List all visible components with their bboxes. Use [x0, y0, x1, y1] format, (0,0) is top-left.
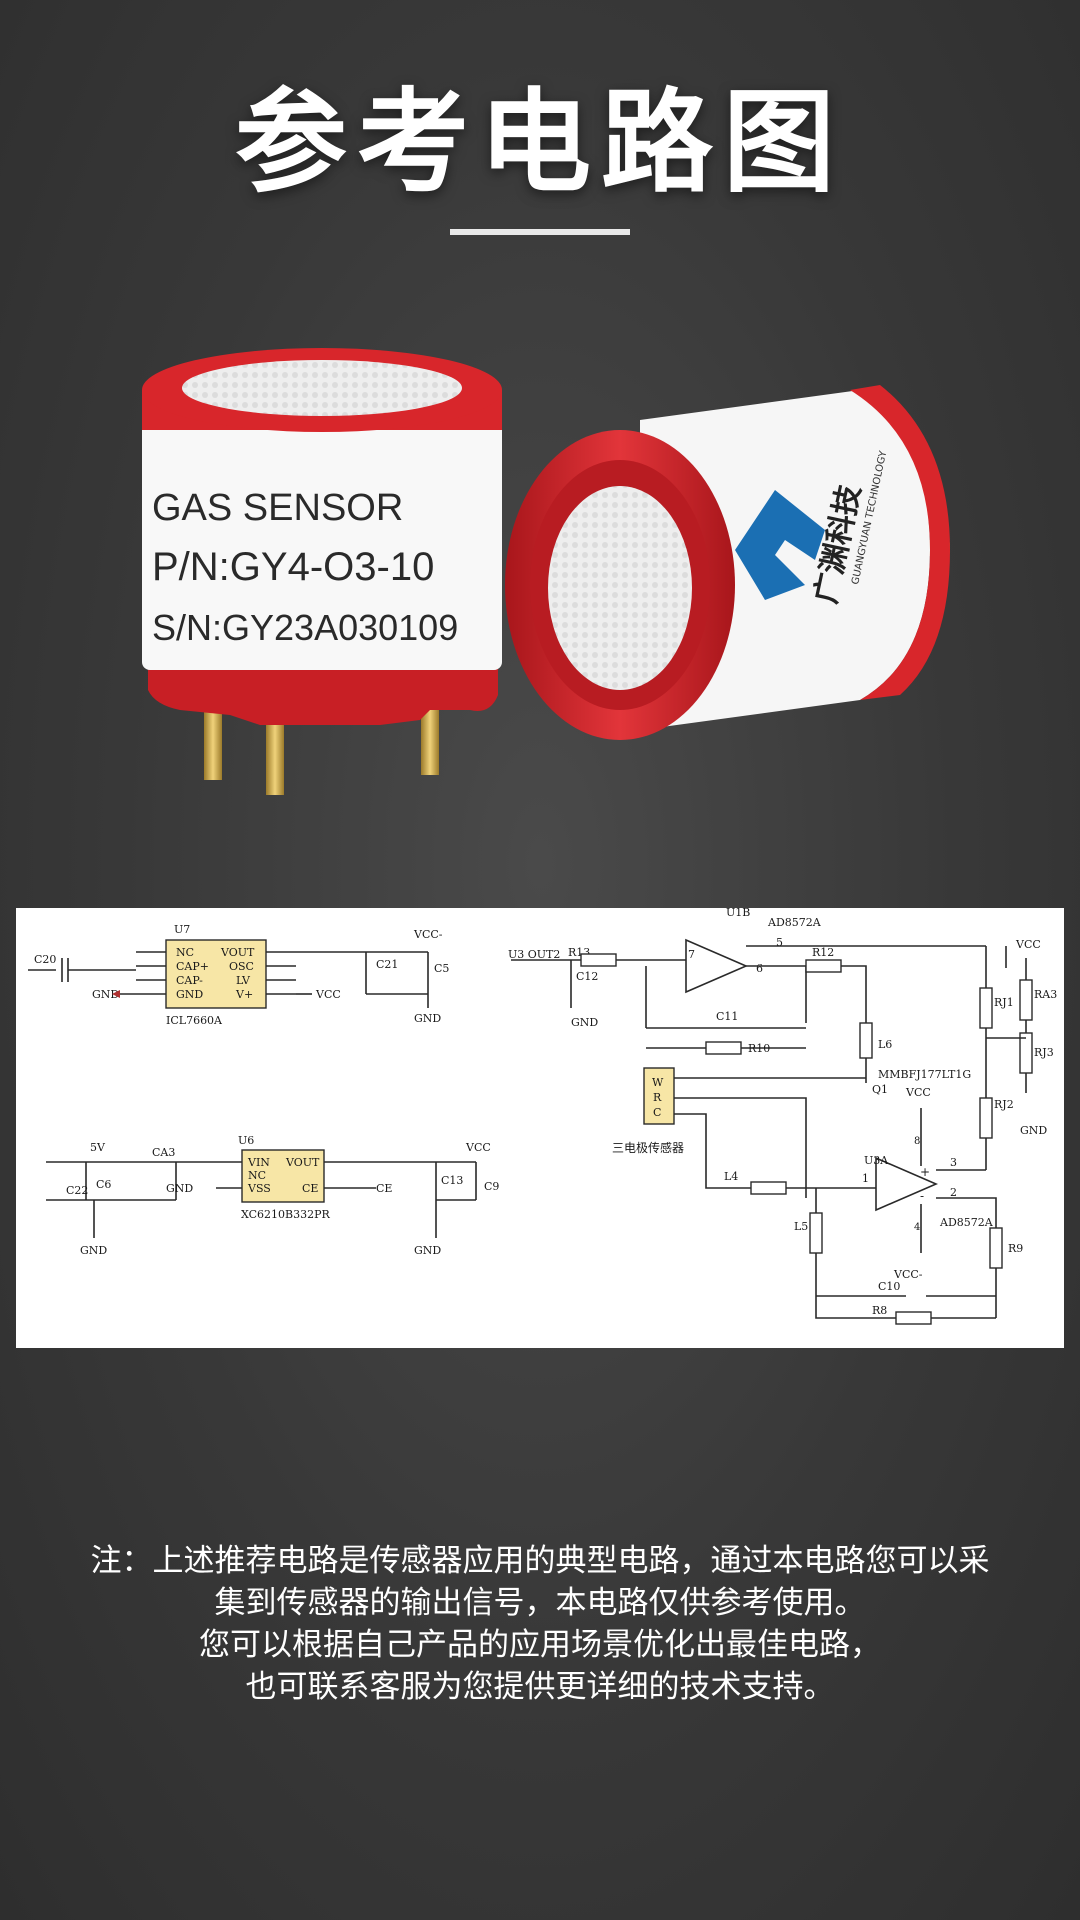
sensor-pin-w: W — [652, 1076, 664, 1089]
gnd-c12: GND — [571, 1016, 598, 1029]
brand-logo — [735, 490, 825, 600]
sensor-pin-c: C — [653, 1106, 661, 1119]
u7-part: ICL7660A — [166, 1014, 223, 1027]
rj2-label: RJ2 — [994, 1098, 1014, 1111]
u6-pin-vss: VSS — [247, 1182, 271, 1195]
c21-label: C21 — [376, 958, 398, 971]
u1b-label: U1B — [726, 908, 750, 919]
u7-pin-gnd: GND — [176, 988, 203, 1001]
vcc-q1: VCC — [905, 1086, 931, 1099]
c12-label: C12 — [576, 970, 598, 983]
u1b-pin6: 6 — [756, 962, 763, 975]
sensor-label-line3: S/N:GY23A030109 — [152, 607, 458, 648]
u7-pin-vout: VOUT — [220, 946, 255, 959]
u3-out2-label: U3 OUT2 — [508, 948, 560, 961]
r8-label: R8 — [872, 1304, 887, 1317]
u1b-pin7: 7 — [688, 948, 695, 961]
rj1-label: RJ1 — [994, 996, 1014, 1009]
title-underline — [450, 229, 630, 235]
u3a-pin2: 2 — [950, 1186, 957, 1199]
circuit-schematic: U7 ICL7660A NC CAP+ CAP- GND VOUT OSC LV… — [16, 908, 1064, 1348]
c9-label: C9 — [484, 1180, 499, 1193]
ca3-label: CA3 — [152, 1146, 175, 1159]
u3a-label: U3A — [864, 1154, 889, 1167]
three-electrode-sensor-label: 三电极传感器 — [612, 1140, 684, 1155]
rj3-label: RJ3 — [1034, 1046, 1054, 1059]
u3a-pin3: 3 — [950, 1156, 957, 1169]
gnd-c22: GND — [80, 1244, 107, 1257]
u7-pin-capm: CAP- — [176, 974, 203, 987]
sensor-right: 广渊科技 GUANGYUAN TECHNOLOGY — [505, 385, 950, 740]
c10-label: C10 — [878, 1280, 900, 1293]
u7-pin-nc: NC — [176, 946, 194, 959]
note-line-3: 您可以根据自己产品的应用场景优化出最佳电路， — [199, 1627, 881, 1663]
ce-net: CE — [376, 1182, 392, 1195]
c6-label: C6 — [96, 1178, 111, 1191]
gnd-rj3: GND — [1020, 1124, 1047, 1137]
page-title: 参考电路图 — [235, 78, 845, 208]
note-line-1: 注：上述推荐电路是传感器应用的典型电路，通过本电路您可以采 — [90, 1543, 990, 1579]
sensor-left: GAS SENSOR P/N:GY4-O3-10 S/N:GY23A030109 — [142, 348, 502, 795]
u3a-minus: - — [920, 1189, 924, 1203]
u6-block: U6 XC6210B332PR VIN NC VSS VOUT CE 5V C2… — [46, 1134, 499, 1257]
ra3-label: RA3 — [1034, 988, 1057, 1001]
vcc-minus-top: VCC- — [413, 928, 443, 941]
c13-label: C13 — [441, 1174, 463, 1187]
sensor-pin-r: R — [653, 1091, 662, 1104]
r9-label: R9 — [1008, 1242, 1023, 1255]
vcc-minus-bottom: VCC- — [893, 1268, 923, 1281]
sensor-label-line2: P/N:GY4-O3-10 — [152, 545, 434, 589]
u7-block: U7 ICL7660A NC CAP+ CAP- GND VOUT OSC LV… — [28, 923, 449, 1027]
u3a-plus: + — [920, 1165, 930, 1179]
u6-label: U6 — [238, 1134, 254, 1147]
r12-label: R12 — [812, 946, 834, 959]
vcc-u6: VCC — [465, 1141, 491, 1154]
u3a-pin8: 8 — [914, 1136, 920, 1147]
u7-pin-capp: CAP+ — [176, 960, 209, 973]
u6-pin-vout: VOUT — [285, 1156, 320, 1169]
u7-pin-vplus: V+ — [235, 988, 253, 1001]
u7-label: U7 — [174, 923, 190, 936]
v5-label: 5V — [90, 1141, 106, 1154]
c20-label: C20 — [34, 953, 56, 966]
l6-label: L6 — [878, 1038, 892, 1051]
u6-part: XC6210B332PR — [241, 1208, 331, 1221]
opamp-u1b-section: U3 OUT2 R13 C12 GND U1B AD8572A 7 5 6 R1… — [508, 908, 1057, 1170]
gnd-u6: GND — [166, 1182, 193, 1195]
u7-pin-lv: LV — [236, 974, 251, 987]
opamp-u3a-section: W R C 三电极传感器 L4 L5 U3A AD8572A 1 2 3 8 4… — [612, 1067, 1023, 1325]
l4-label: L4 — [724, 1170, 738, 1183]
mmbf-label: MMBFJ177LT1G — [878, 1068, 971, 1081]
u1b-pin5: 5 — [776, 936, 783, 949]
ad8572a-bottom-label: AD8572A — [939, 1216, 994, 1229]
product-image: GAS SENSOR P/N:GY4-O3-10 S/N:GY23A030109… — [0, 330, 1080, 850]
u6-pin-nc: NC — [248, 1169, 266, 1182]
sensor-label-line1: GAS SENSOR — [152, 487, 403, 529]
u3a-pin4: 4 — [914, 1222, 920, 1233]
l5-label: L5 — [794, 1220, 808, 1233]
u6-pin-ce: CE — [302, 1182, 318, 1195]
u7-pin-osc: OSC — [229, 960, 254, 973]
c11-label: C11 — [716, 1010, 738, 1023]
gnd-c13: GND — [414, 1244, 441, 1257]
gnd-u7: GND — [92, 988, 119, 1001]
ad8572a-top-label: AD8572A — [767, 916, 822, 929]
gnd-c5: GND — [414, 1012, 441, 1025]
c22-label: C22 — [66, 1184, 88, 1197]
note-line-4: 也可联系客服为您提供更详细的技术支持。 — [245, 1669, 835, 1705]
vcc-u7: VCC — [315, 988, 341, 1001]
note-text: 注：上述推荐电路是传感器应用的典型电路，通过本电路您可以采 集到传感器的输出信号… — [10, 1540, 1070, 1708]
q1-label: Q1 — [872, 1083, 888, 1096]
vcc-ra3: VCC — [1015, 938, 1041, 951]
note-line-2: 集到传感器的输出信号，本电路仅供参考使用。 — [214, 1585, 866, 1621]
u3a-pin1: 1 — [862, 1172, 869, 1185]
r10-label: R10 — [748, 1042, 770, 1055]
c5-label: C5 — [434, 962, 449, 975]
u6-pin-vin: VIN — [247, 1156, 270, 1169]
